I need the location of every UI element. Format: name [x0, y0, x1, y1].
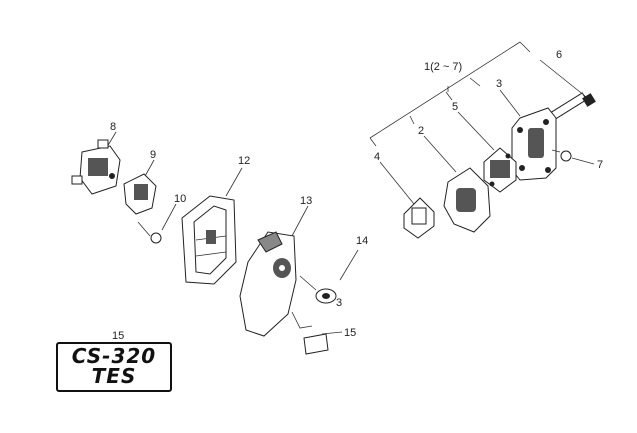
- callout-9: 9: [150, 149, 156, 161]
- part-8-carburetor: [71, 131, 121, 195]
- assembly-bracket: [369, 41, 531, 147]
- callout-15-model: 15: [112, 330, 125, 342]
- callout-3-lower: 3: [336, 297, 342, 309]
- part-14-knob: [299, 249, 359, 304]
- model-name-label: CS-320 TES: [56, 342, 172, 392]
- model-line-1: CS-320: [71, 344, 157, 368]
- callout-8: 8: [110, 121, 116, 133]
- callout-6: 6: [556, 49, 562, 61]
- part-4-gasket: [379, 161, 435, 239]
- part-12-filter-frame: [181, 167, 243, 285]
- callout-12: 12: [238, 155, 250, 167]
- callout-7: 7: [597, 159, 603, 171]
- callout-3-upper: 3: [496, 78, 502, 90]
- part-10-screw: [137, 203, 177, 244]
- callout-4: 4: [374, 151, 380, 163]
- callout-15-sticker: 15: [344, 327, 356, 339]
- callout-14: 14: [356, 235, 368, 247]
- part-7-screw: [551, 149, 595, 165]
- part-15-label: [291, 311, 343, 355]
- part-13-filter-cover: [239, 205, 309, 337]
- callout-1: 1(2 ~ 7): [424, 61, 462, 73]
- callout-2: 2: [418, 125, 424, 137]
- part-3-flange-plate: [499, 89, 557, 181]
- callout-10: 10: [174, 193, 186, 205]
- part-9-carb-adapter: [123, 159, 157, 215]
- part-2-intake-housing: [423, 135, 491, 233]
- model-line-2: TES: [91, 364, 137, 388]
- part-5-insulator: [457, 111, 517, 193]
- callout-5: 5: [452, 101, 458, 113]
- callout-13: 13: [300, 195, 312, 207]
